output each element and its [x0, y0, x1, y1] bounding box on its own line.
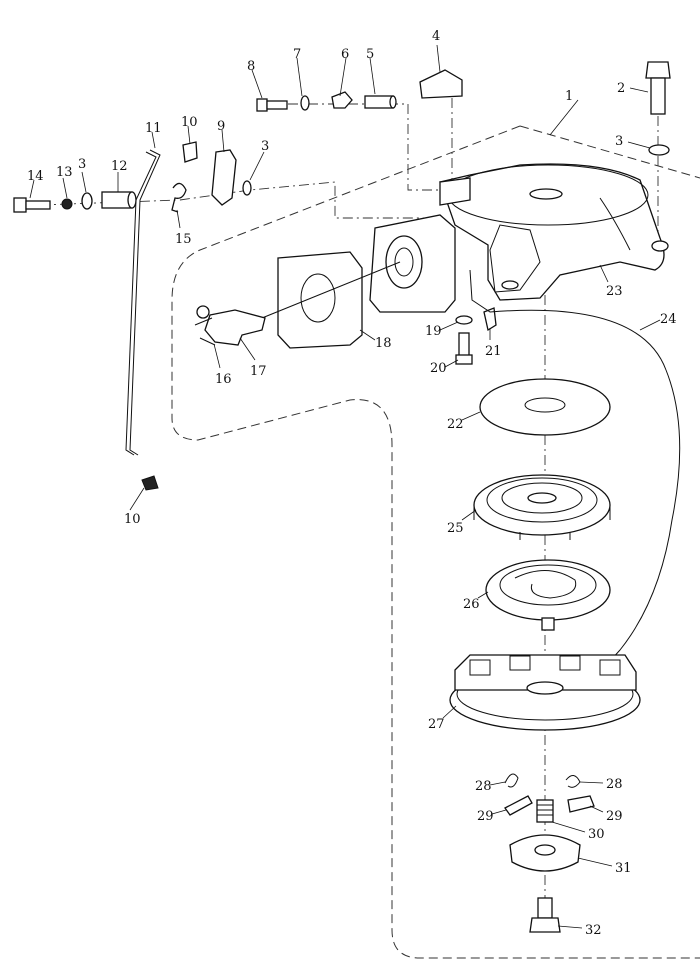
callout-14: 14: [27, 169, 44, 184]
callout-29: 29: [477, 809, 494, 824]
callout-12: 12: [111, 159, 128, 174]
clip-10-upper: [182, 141, 198, 163]
spring-case: [473, 474, 611, 540]
callout-26: 26: [463, 597, 480, 612]
callout-1: 1: [565, 89, 573, 104]
bolt-20: [455, 332, 473, 365]
callout-28: 28: [475, 779, 492, 794]
spring-15: [171, 182, 187, 213]
spring-6: [331, 91, 353, 109]
callout-11: 11: [145, 121, 162, 136]
washer-3-right: [648, 144, 670, 156]
callout-4: 4: [432, 29, 440, 44]
pawl-spring-left: [504, 773, 519, 788]
center-spring: [536, 799, 554, 823]
callout-21: 21: [485, 344, 502, 359]
recoil-spring: [485, 559, 611, 631]
callout-19: 19: [425, 324, 442, 339]
callout-7: 7: [293, 47, 301, 62]
callout-28: 28: [606, 777, 623, 792]
callout-22: 22: [447, 417, 464, 432]
pawl-left: [504, 795, 533, 816]
callout-20: 20: [430, 361, 447, 376]
callout-2: 2: [617, 81, 625, 96]
cable-clamp: [194, 305, 266, 346]
washer-3-left: [81, 192, 93, 210]
callout-15: 15: [175, 232, 192, 247]
clip-10-lower: [141, 475, 159, 491]
callout-3: 3: [78, 157, 86, 172]
clip-21: [483, 307, 497, 332]
leader-lines: [29, 44, 661, 929]
collar-12: [101, 191, 137, 209]
callout-10: 10: [181, 115, 198, 130]
callout-32: 32: [585, 923, 602, 938]
cap-4: [419, 69, 463, 99]
sleeve-5: [364, 95, 397, 109]
callout-3: 3: [261, 139, 269, 154]
disc-plate: [479, 378, 611, 436]
throttle-lever-9: [211, 149, 237, 206]
callout-8: 8: [247, 59, 255, 74]
callout-17: 17: [250, 364, 267, 379]
washer-7: [300, 95, 310, 111]
callout-10: 10: [124, 512, 141, 527]
screw-8: [256, 98, 288, 112]
screw-14: [13, 197, 51, 213]
callout-27: 27: [428, 717, 445, 732]
callout-6: 6: [341, 47, 349, 62]
callout-9: 9: [217, 119, 225, 134]
callout-23: 23: [606, 284, 623, 299]
pawl-right: [567, 795, 595, 813]
starter-cable: [469, 269, 681, 673]
friction-plate: [509, 834, 581, 872]
washer-3-mid: [242, 180, 252, 196]
guide-line-linkage: [39, 181, 440, 219]
bolt-2: [645, 61, 671, 115]
callout-31: 31: [615, 861, 632, 876]
callout-18: 18: [375, 336, 392, 351]
starter-pulley: [449, 654, 641, 731]
callout-16: 16: [215, 372, 232, 387]
callout-3: 3: [615, 134, 623, 149]
grommet-block: [261, 214, 456, 349]
pawl-spring-right: [565, 775, 581, 788]
center-bolt: [529, 897, 561, 933]
callout-24: 24: [660, 312, 677, 327]
washer-19: [455, 315, 473, 325]
callout-30: 30: [588, 827, 605, 842]
callout-29: 29: [606, 809, 623, 824]
callout-25: 25: [447, 521, 464, 536]
callout-5: 5: [366, 47, 374, 62]
callout-13: 13: [56, 165, 73, 180]
starter-housing: [439, 163, 669, 301]
washer-13: [61, 198, 73, 210]
